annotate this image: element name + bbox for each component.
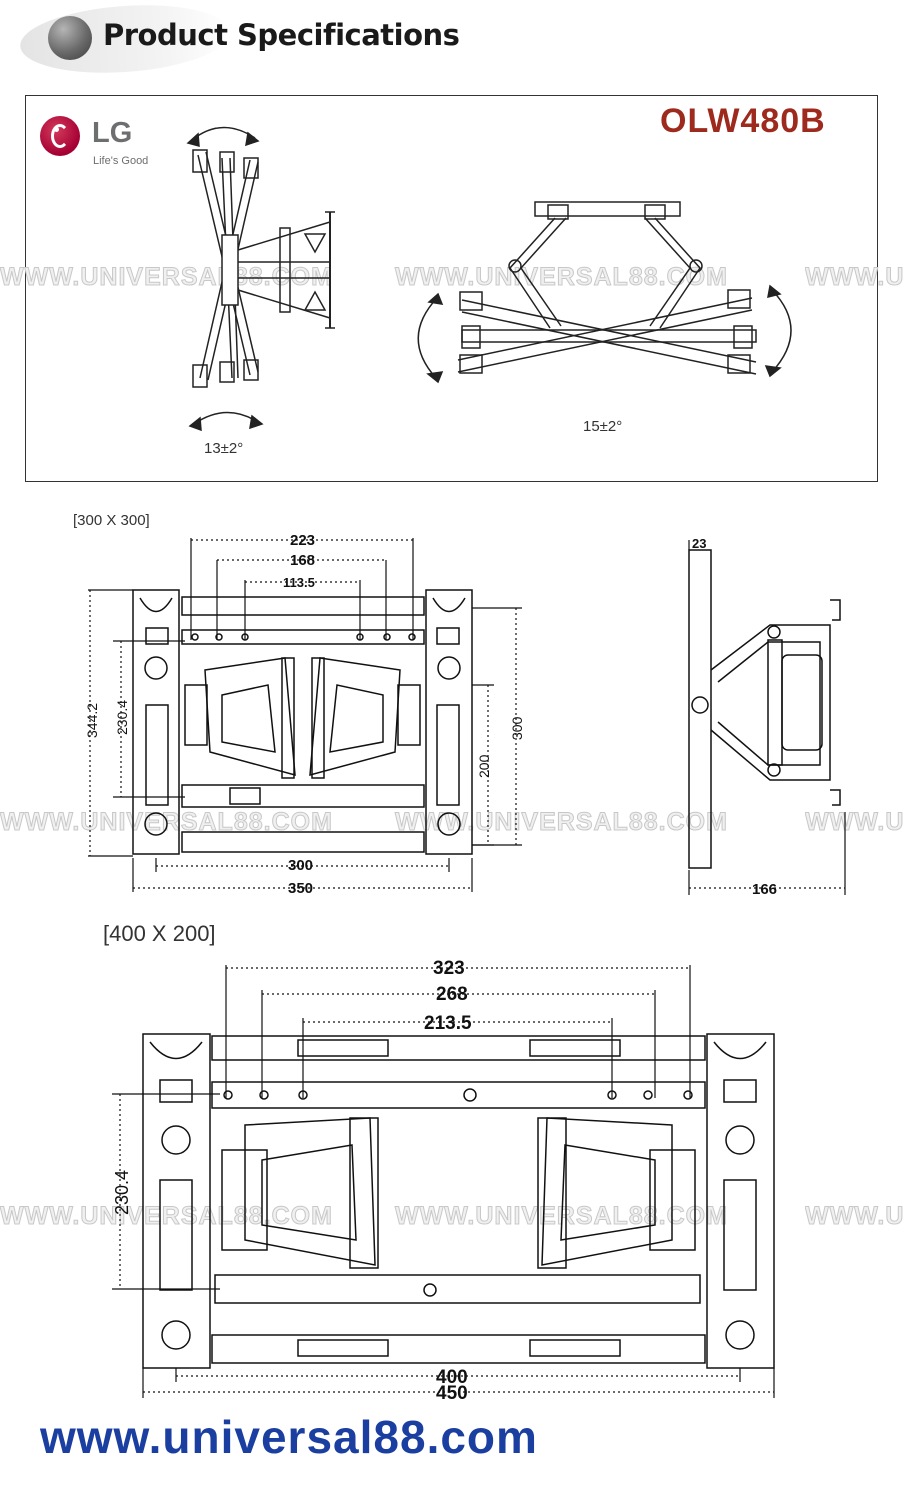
dim-300-left-inner: 230.4: [114, 700, 130, 735]
dim-300-bottom-2: 350: [288, 880, 313, 897]
dim-400-top-2: 268: [436, 984, 468, 1005]
watermark: WWW.UNIVERSAL88.COM: [0, 1202, 333, 1231]
watermark: WWW.UNIVERSAL88.COM: [805, 1202, 904, 1231]
watermark: WWW.UNIVERSAL88.COM: [395, 263, 728, 292]
vertical-tilt-angle: 13±2°: [204, 440, 244, 457]
watermark: WWW.UNIVERSAL88.COM: [395, 1202, 728, 1231]
footer-url[interactable]: www.universal88.com: [40, 1411, 538, 1463]
dim-400-bottom-1: 400: [436, 1367, 468, 1388]
dim-300-top-2: 168: [290, 552, 315, 569]
side-top-dim: 23: [692, 536, 706, 551]
watermark: WWW.UNIVERSAL88.COM: [395, 808, 728, 837]
model-name: OLW480B: [660, 102, 826, 140]
dim-300-right-outer: 300: [509, 716, 525, 740]
dim-400-top-3: 213.5: [424, 1013, 472, 1034]
watermark: WWW.UNIVERSAL88.COM: [0, 263, 333, 292]
dim-300-right-inner: 200: [476, 754, 492, 778]
watermark: WWW.UNIVERSAL88.COM: [805, 263, 904, 292]
header-sphere-icon: [48, 16, 92, 60]
config-300-label: [300 X 300]: [73, 512, 150, 529]
side-depth-dim: 166: [752, 881, 777, 898]
page-title: Product Specifications: [103, 18, 460, 52]
watermark: WWW.UNIVERSAL88.COM: [805, 808, 904, 837]
dim-300-bottom-1: 300: [288, 857, 313, 874]
brand-logo-text: LG: [92, 117, 133, 149]
dim-400-top-1: 323: [433, 958, 465, 979]
lg-logo-icon: [40, 116, 80, 156]
dim-300-top-3: 113.5: [283, 575, 315, 590]
watermark: WWW.UNIVERSAL88.COM: [0, 808, 333, 837]
horizontal-swivel-angle: 15±2°: [583, 418, 623, 435]
tilt-views-panel: [25, 95, 878, 482]
dim-300-left-outer: 344.2: [84, 703, 100, 738]
dim-400-bottom-2: 450: [436, 1383, 468, 1404]
brand-tagline: Life's Good: [93, 155, 149, 167]
dim-300-top-1: 223: [290, 532, 315, 549]
config-400-label: [400 X 200]: [103, 921, 216, 946]
